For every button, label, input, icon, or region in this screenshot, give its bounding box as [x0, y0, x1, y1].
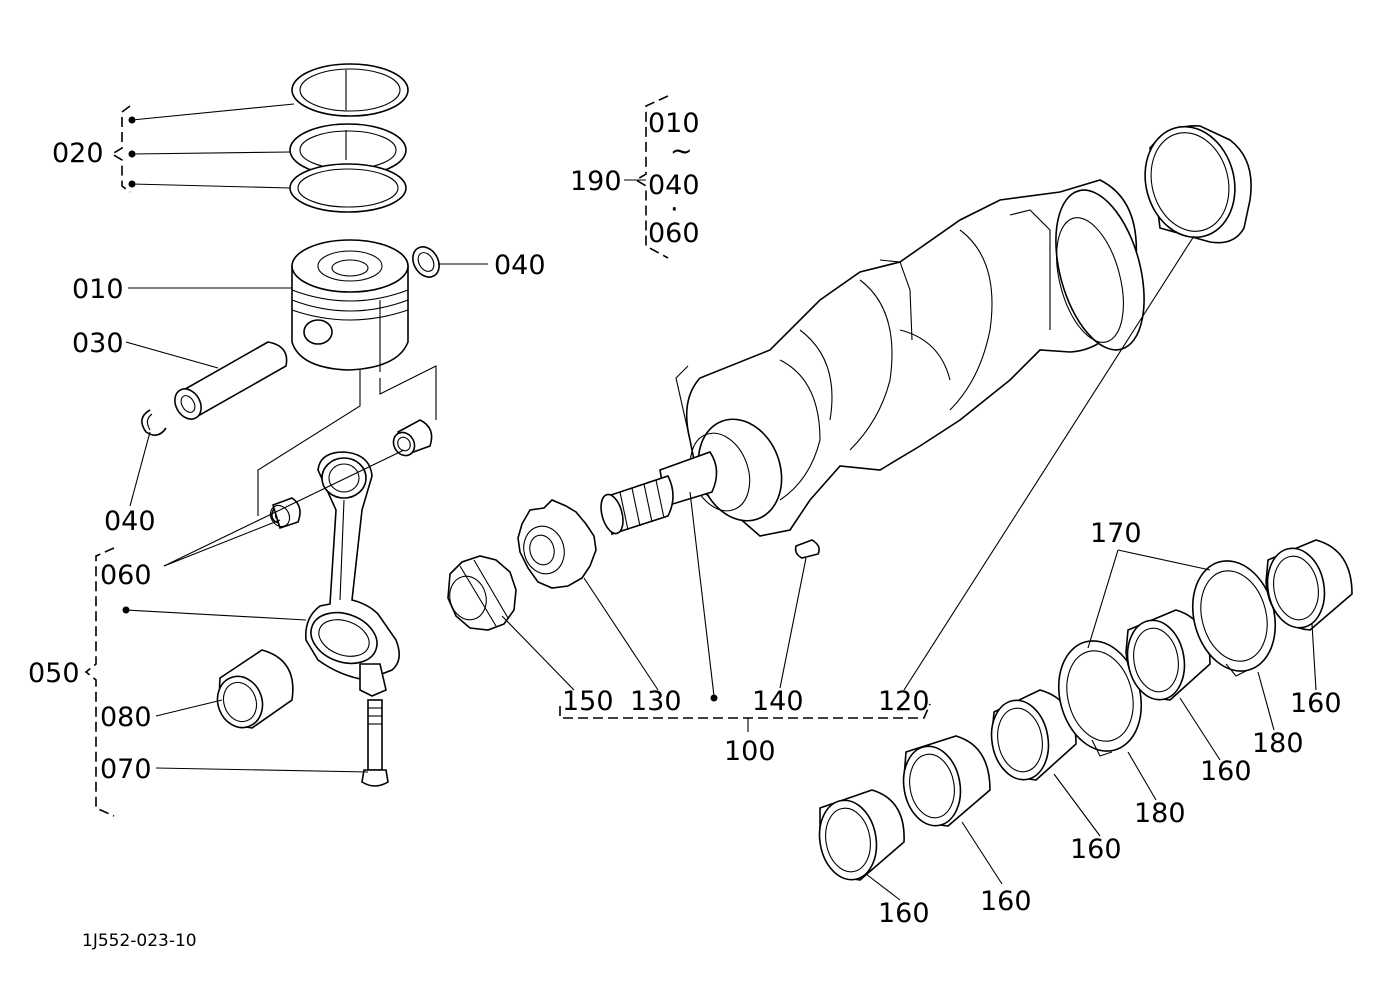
label-080: 080 — [100, 702, 152, 733]
leader-lines — [84, 95, 1317, 901]
label-130: 130 — [630, 686, 682, 717]
label-040-left: 040 — [104, 506, 156, 537]
bearing-160-e — [818, 789, 905, 881]
label-020: 020 — [52, 138, 104, 169]
label-150: 150 — [562, 686, 614, 717]
thrust-washer-180-b — [1057, 640, 1143, 757]
diagram-code: 1J552-023-10 — [82, 931, 197, 951]
label-160-c: 160 — [1070, 834, 1122, 865]
label-190-040: 040 — [648, 170, 700, 201]
label-050: 050 — [28, 658, 80, 689]
label-180-b: 180 — [1134, 798, 1186, 829]
label-120: 120 — [878, 686, 930, 717]
piston-rings — [289, 63, 409, 213]
label-010: 010 — [72, 274, 124, 305]
piston — [291, 239, 409, 372]
label-190-dot: · — [670, 194, 679, 225]
label-190-060: 060 — [648, 218, 700, 249]
label-070: 070 — [100, 754, 152, 785]
label-160-d: 160 — [980, 886, 1032, 917]
gear-150 — [447, 555, 517, 631]
bearing-160-d — [902, 735, 991, 827]
crankshaft — [600, 179, 1145, 537]
bearing-160-b — [1125, 609, 1211, 701]
label-140: 140 — [752, 686, 804, 717]
crank-sleeve — [1144, 125, 1252, 244]
bush-small-left — [269, 497, 301, 530]
gear-130 — [517, 499, 597, 589]
circlip-left — [141, 409, 167, 436]
label-190: 190 — [570, 166, 622, 197]
big-end-bearing — [216, 649, 294, 729]
bearing-160-a — [1265, 539, 1353, 631]
label-030: 030 — [72, 328, 124, 359]
connecting-rod — [304, 451, 400, 697]
label-100: 100 — [724, 736, 776, 767]
piston-pin — [174, 341, 288, 420]
rod-bolt — [361, 699, 389, 787]
woodruff-key — [794, 539, 820, 559]
label-040-right: 040 — [494, 250, 546, 281]
label-160-a: 160 — [1290, 688, 1342, 719]
label-060: 060 — [100, 560, 152, 591]
callout-labels: 020 010 030 040 040 060 050 080 070 190 … — [28, 108, 1342, 951]
circlip-right — [412, 246, 440, 278]
bush-bracket — [257, 365, 437, 516]
label-160-b: 160 — [1200, 756, 1252, 787]
label-190-tilde: ~ — [670, 136, 693, 167]
label-160-e: 160 — [878, 898, 930, 929]
bearing-160-c — [990, 689, 1077, 781]
bush-small-right — [392, 419, 433, 457]
label-180-a: 180 — [1252, 728, 1304, 759]
label-190-010: 010 — [648, 108, 700, 139]
label-170: 170 — [1090, 518, 1142, 549]
